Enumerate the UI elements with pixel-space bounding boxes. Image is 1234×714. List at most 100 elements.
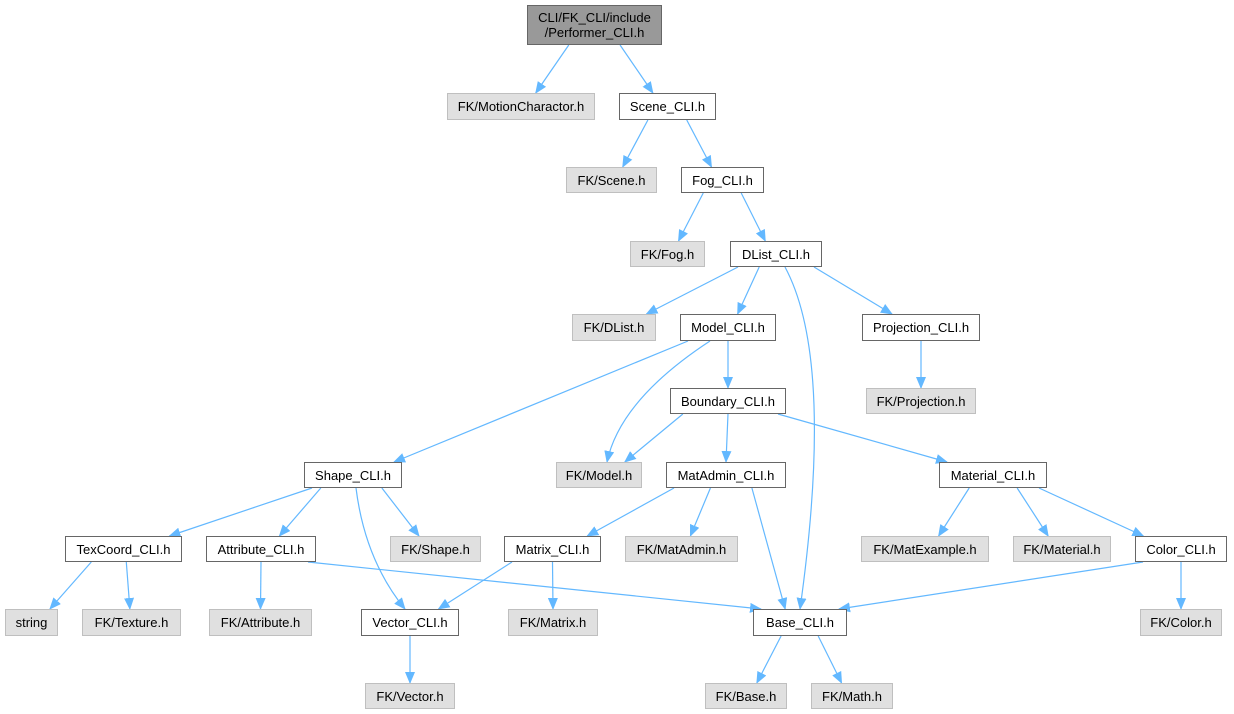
edge-matrix_cli-to-vector_cli xyxy=(437,561,513,610)
node-base[interactable]: FK/Base.h xyxy=(705,683,787,709)
node-matrix-cli[interactable]: Matrix_CLI.h xyxy=(504,536,601,562)
node-label: string xyxy=(15,615,48,630)
edge-material_cli-to-material xyxy=(1016,487,1049,537)
node-string[interactable]: string xyxy=(5,609,58,636)
node-label: FK/MatAdmin.h xyxy=(636,541,727,557)
edge-boundary_cli-to-model xyxy=(624,413,684,463)
edge-color_cli-to-base_cli xyxy=(838,561,1144,613)
edge-fog_cli-to-fog xyxy=(677,192,704,242)
edge-scene_cli-to-fog_cli xyxy=(686,119,713,168)
node-scene[interactable]: FK/Scene.h xyxy=(566,167,657,193)
edge-dlist_cli-to-dlist xyxy=(645,266,739,315)
edge-root-to-scene_cli xyxy=(619,44,654,94)
node-label: Shape_CLI.h xyxy=(315,467,391,483)
node-label: FK/Attribute.h xyxy=(220,615,301,630)
node-attribute-cli[interactable]: Attribute_CLI.h xyxy=(206,536,316,562)
node-label: FK/Vector.h xyxy=(376,688,444,704)
edge-dlist_cli-to-base_cli xyxy=(784,266,816,610)
node-fog-cli[interactable]: Fog_CLI.h xyxy=(681,167,764,193)
edge-base_cli-to-base xyxy=(756,635,782,684)
node-vector[interactable]: FK/Vector.h xyxy=(365,683,455,709)
node-label: TexCoord_CLI.h xyxy=(76,541,171,557)
node-label: FK/DList.h xyxy=(583,320,645,335)
node-label: Color_CLI.h xyxy=(1146,541,1216,557)
node-label: FK/Texture.h xyxy=(94,615,169,630)
node-label: MatAdmin_CLI.h xyxy=(677,467,775,483)
node-root: CLI/FK_CLI/include /Performer_CLI.h xyxy=(527,5,662,45)
node-label: Base_CLI.h xyxy=(766,615,834,630)
node-label: FK/Color.h xyxy=(1150,615,1212,630)
node-label: FK/Scene.h xyxy=(577,172,646,188)
edge-texcoord_cli-to-string xyxy=(49,561,92,610)
edge-boundary_cli-to-material_cli xyxy=(777,413,948,464)
node-label: Vector_CLI.h xyxy=(372,615,448,630)
edge-fog_cli-to-dlist_cli xyxy=(740,192,766,242)
node-base-cli[interactable]: Base_CLI.h xyxy=(753,609,847,636)
node-attribute[interactable]: FK/Attribute.h xyxy=(209,609,312,636)
edge-shape_cli-to-shape xyxy=(381,487,420,537)
node-label: FK/Shape.h xyxy=(401,541,470,557)
edge-matrix_cli-to-matrix xyxy=(547,561,558,610)
node-math[interactable]: FK/Math.h xyxy=(811,683,893,709)
node-color[interactable]: FK/Color.h xyxy=(1140,609,1222,636)
node-label: FK/MatExample.h xyxy=(873,541,977,557)
edge-model_cli-to-shape_cli xyxy=(393,340,689,463)
node-label: FK/Math.h xyxy=(822,688,882,704)
node-boundary-cli[interactable]: Boundary_CLI.h xyxy=(670,388,786,414)
node-fog[interactable]: FK/Fog.h xyxy=(630,241,705,267)
node-label: FK/Model.h xyxy=(565,467,633,483)
edge-matadmin_cli-to-matadmin xyxy=(689,487,711,537)
edge-dlist_cli-to-projection_cli xyxy=(813,266,893,315)
node-projection[interactable]: FK/Projection.h xyxy=(866,388,976,414)
edge-attribute_cli-to-base_cli xyxy=(307,561,762,613)
edge-base_cli-to-math xyxy=(817,635,843,684)
node-label: Projection_CLI.h xyxy=(872,320,970,335)
node-label: Attribute_CLI.h xyxy=(217,541,305,557)
node-material[interactable]: FK/Material.h xyxy=(1013,536,1111,562)
node-matexample[interactable]: FK/MatExample.h xyxy=(861,536,989,562)
node-matadmin-cli[interactable]: MatAdmin_CLI.h xyxy=(666,462,786,488)
node-label: Material_CLI.h xyxy=(950,467,1036,483)
node-label: FK/MotionCharactor.h xyxy=(457,99,585,114)
node-matrix[interactable]: FK/Matrix.h xyxy=(508,609,598,636)
edge-root-to-motion xyxy=(535,44,570,94)
edge-scene_cli-to-scene xyxy=(622,119,649,168)
node-shape[interactable]: FK/Shape.h xyxy=(390,536,481,562)
node-label: FK/Material.h xyxy=(1023,541,1101,557)
node-model[interactable]: FK/Model.h xyxy=(556,462,642,488)
node-texture[interactable]: FK/Texture.h xyxy=(82,609,181,636)
node-label: FK/Base.h xyxy=(715,688,777,704)
node-material-cli[interactable]: Material_CLI.h xyxy=(939,462,1047,488)
node-color-cli[interactable]: Color_CLI.h xyxy=(1135,536,1227,562)
node-dlist-cli[interactable]: DList_CLI.h xyxy=(730,241,822,267)
node-label: Scene_CLI.h xyxy=(629,99,706,114)
edge-model_cli-to-model xyxy=(604,340,711,463)
edge-shape_cli-to-attribute_cli xyxy=(278,487,322,537)
node-matadmin[interactable]: FK/MatAdmin.h xyxy=(625,536,738,562)
node-projection-cli[interactable]: Projection_CLI.h xyxy=(862,314,980,341)
node-dlist[interactable]: FK/DList.h xyxy=(572,314,656,341)
node-vector-cli[interactable]: Vector_CLI.h xyxy=(361,609,459,636)
node-label: Boundary_CLI.h xyxy=(681,393,775,409)
edge-texcoord_cli-to-texture xyxy=(124,561,135,610)
node-label: FK/Fog.h xyxy=(640,246,695,262)
node-shape-cli[interactable]: Shape_CLI.h xyxy=(304,462,402,488)
node-label: FK/Projection.h xyxy=(876,393,966,409)
edge-matadmin_cli-to-base_cli xyxy=(751,487,788,610)
edge-shape_cli-to-texcoord_cli xyxy=(168,487,313,538)
edge-material_cli-to-matexample xyxy=(938,487,970,537)
node-scene-cli[interactable]: Scene_CLI.h xyxy=(619,93,716,120)
node-texcoord-cli[interactable]: TexCoord_CLI.h xyxy=(65,536,182,562)
edge-matadmin_cli-to-matrix_cli xyxy=(586,487,675,537)
node-label: Fog_CLI.h xyxy=(692,172,753,188)
node-label: FK/Matrix.h xyxy=(519,615,587,630)
node-motion[interactable]: FK/MotionCharactor.h xyxy=(447,93,595,120)
edge-material_cli-to-color_cli xyxy=(1038,487,1145,537)
node-model-cli[interactable]: Model_CLI.h xyxy=(680,314,776,341)
node-label: Matrix_CLI.h xyxy=(515,541,590,557)
edge-shape_cli-to-vector_cli xyxy=(355,487,406,610)
node-label: CLI/FK_CLI/include /Performer_CLI.h xyxy=(538,10,651,40)
edge-attribute_cli-to-attribute xyxy=(255,561,266,610)
